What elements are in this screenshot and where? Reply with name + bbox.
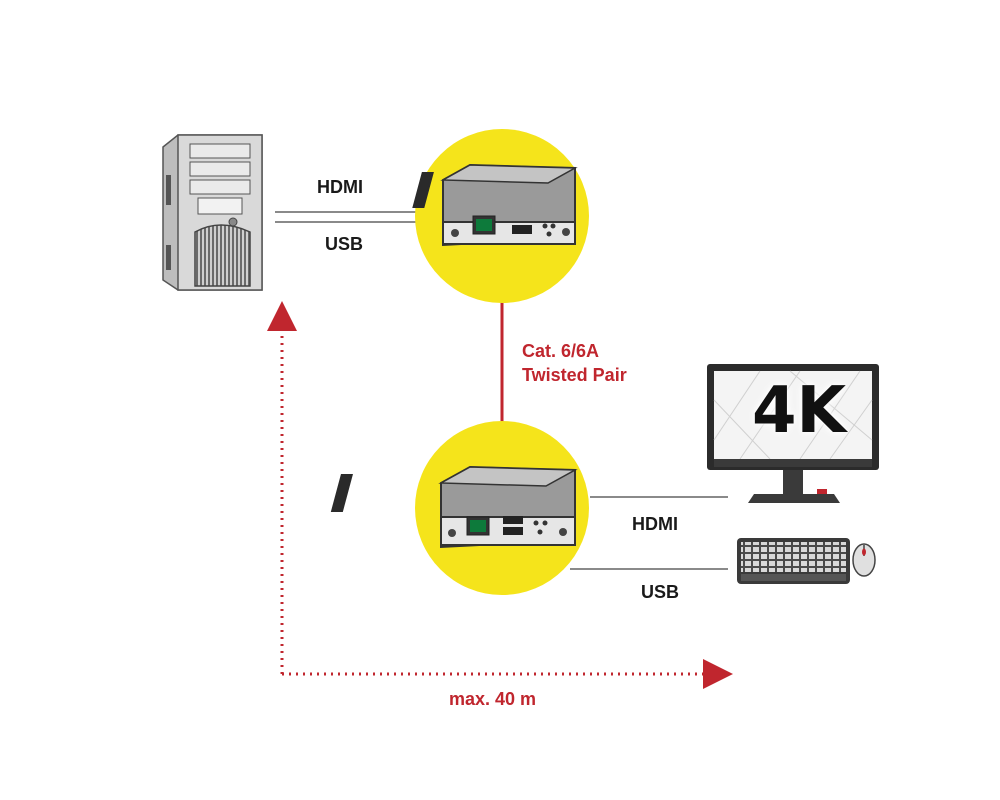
distance-label: max. 40 m: [449, 689, 537, 709]
monitor-icon: [707, 364, 879, 503]
hdmi-label-top: HDMI: [317, 177, 363, 197]
cable-type-label-line2: Twisted Pair: [522, 365, 627, 385]
distance-arrow: [267, 301, 733, 689]
cable-type-label-line1: Cat. 6/6A: [522, 341, 600, 361]
hdmi-label-bottom: HDMI: [632, 514, 678, 534]
hdmi-usb-cable-top: [275, 211, 425, 223]
mouse-icon: [852, 543, 876, 577]
usb-label-top: USB: [325, 234, 364, 254]
pc-tower-icon: [162, 134, 263, 291]
hdmi-extender-transmitter-icon: [412, 163, 578, 247]
monitor-screen-text: 4K: [752, 374, 847, 448]
hdmi-extender-receiver-icon: [330, 465, 578, 549]
usb-label-bottom: USB: [641, 582, 680, 602]
keyboard-icon: [737, 538, 850, 584]
